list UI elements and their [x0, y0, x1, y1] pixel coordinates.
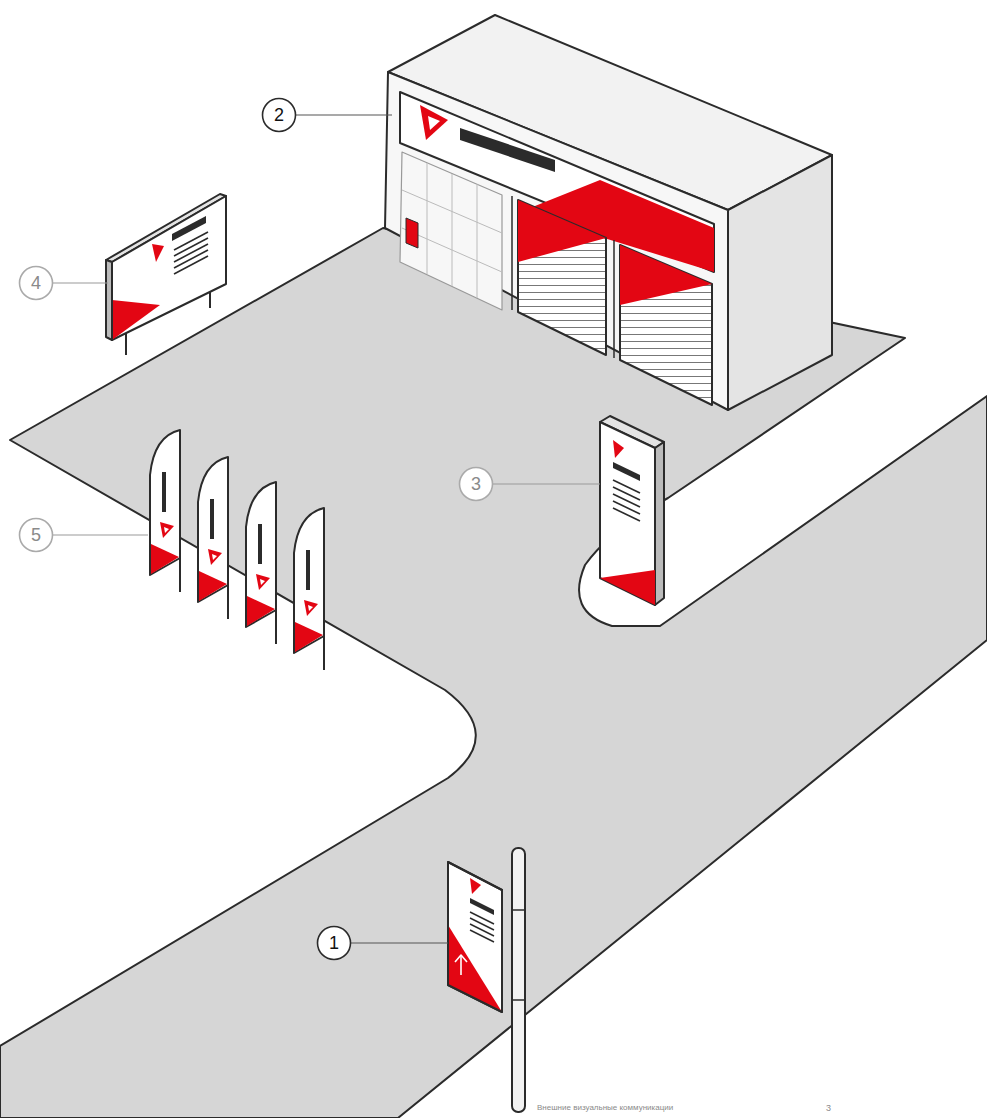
flag — [198, 457, 228, 619]
callout-number: 5 — [31, 526, 41, 544]
callout-circles — [20, 99, 493, 960]
flag-banners — [150, 430, 324, 670]
page-number: 3 — [826, 1104, 831, 1113]
callout-number: 4 — [31, 274, 41, 292]
building — [385, 15, 832, 410]
pole-sign — [448, 848, 525, 1112]
ground — [0, 228, 987, 1118]
pylon — [600, 416, 664, 605]
flag — [150, 430, 180, 592]
callout-number: 2 — [274, 106, 284, 124]
flag — [246, 482, 276, 644]
footer-text: Внешние визуальные коммуникации — [537, 1104, 673, 1112]
billboard — [106, 194, 226, 355]
callout-number: 1 — [329, 934, 339, 952]
leader-lines — [53, 115, 600, 943]
flag — [294, 508, 324, 670]
callout-number: 3 — [471, 475, 481, 493]
